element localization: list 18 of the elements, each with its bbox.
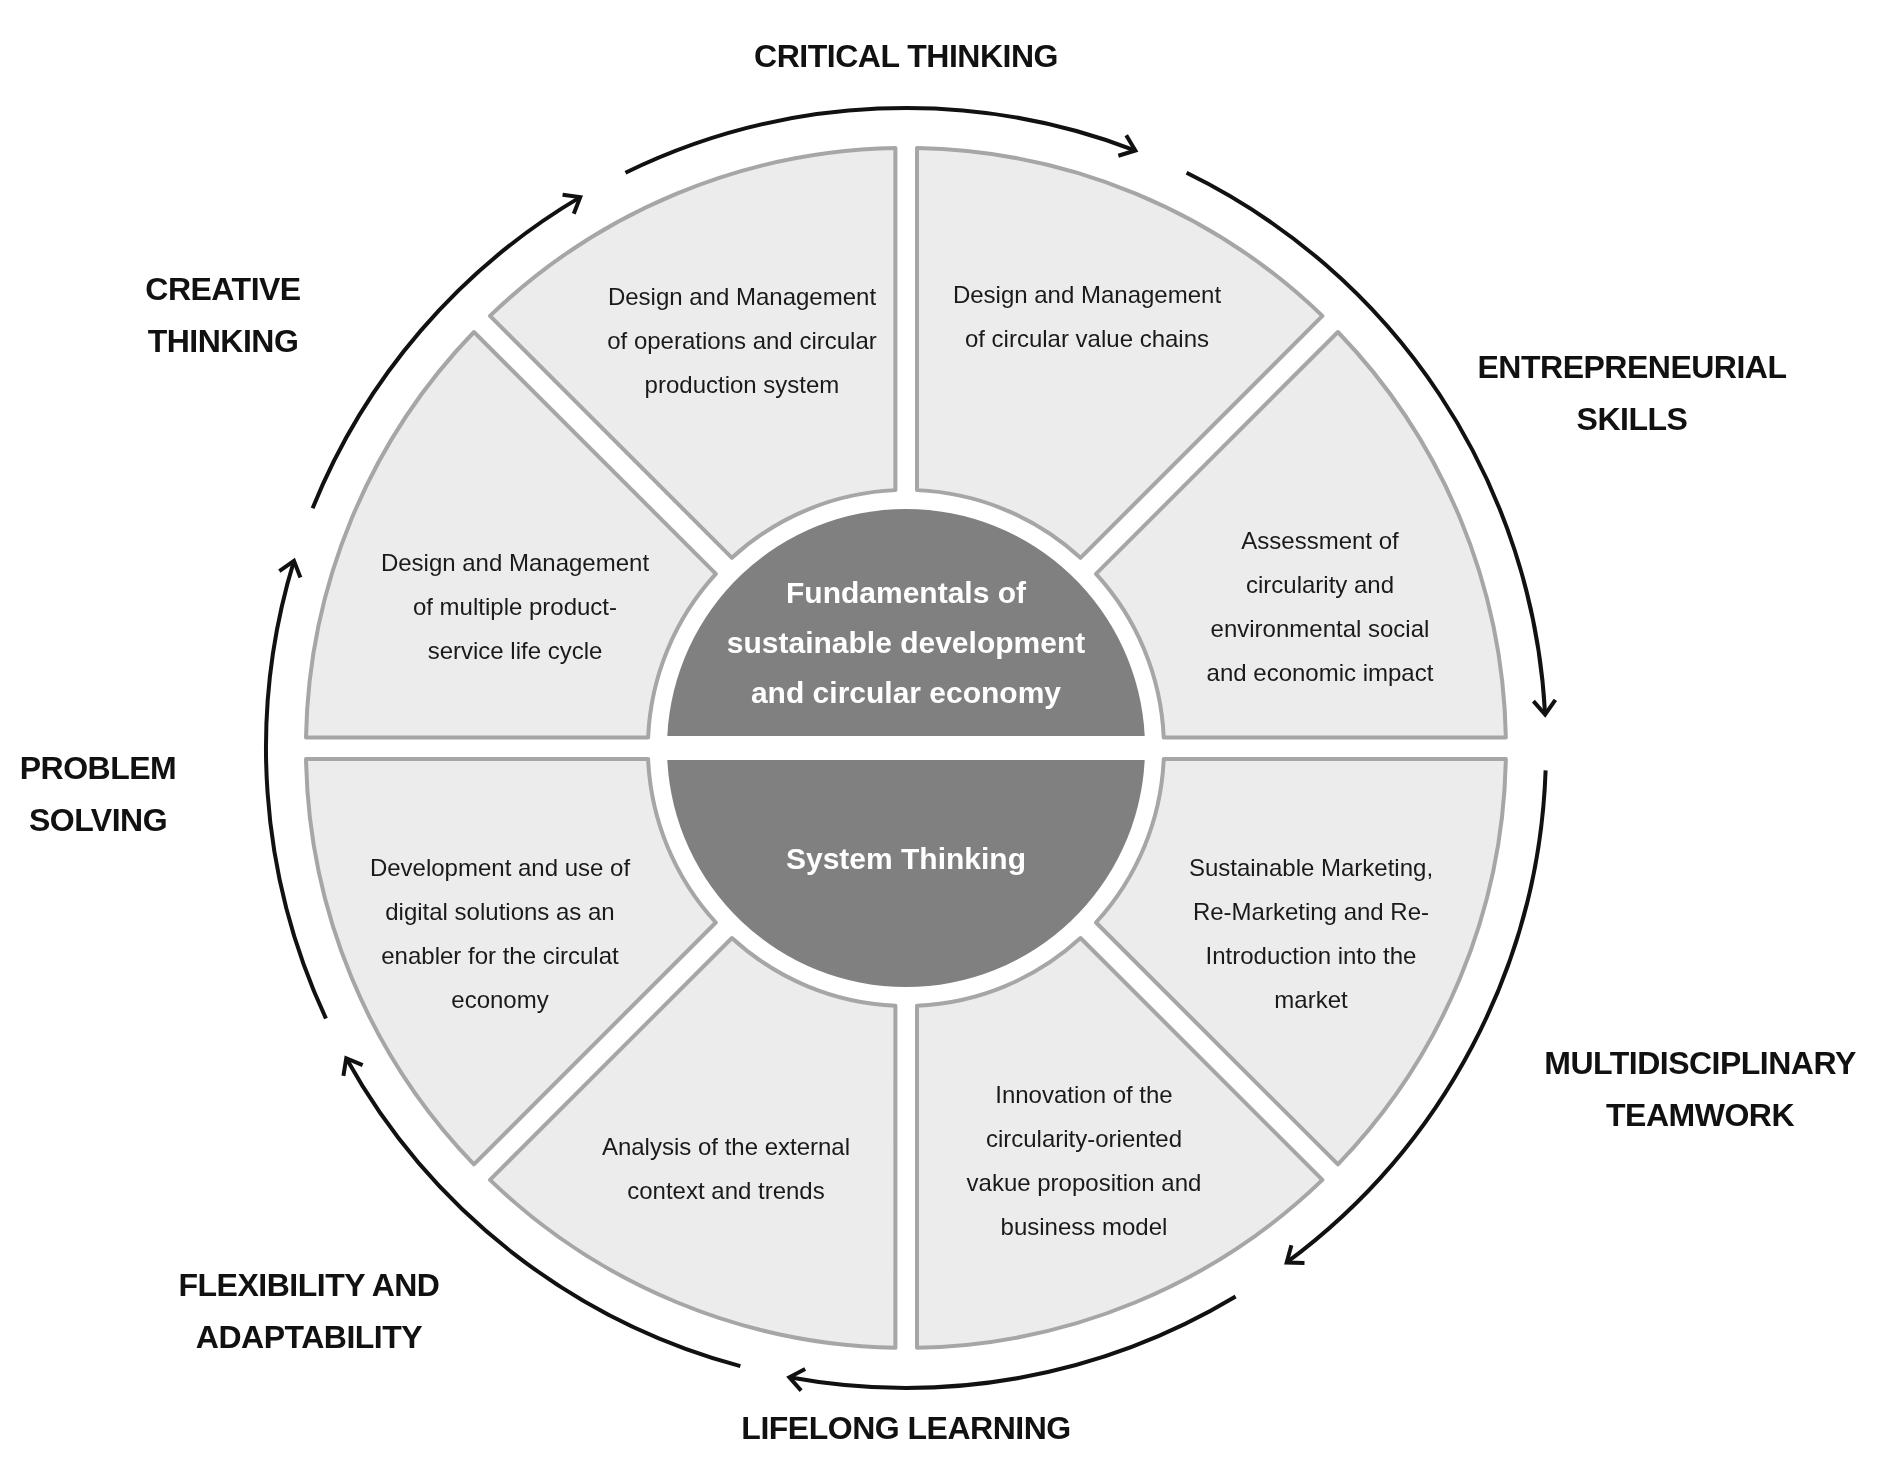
segment-text: Development and use of digital solutions as an enabler for the circulat economy bbox=[368, 853, 632, 1015]
skill-label: FLEXIBILITY AND ADAPTABILITY bbox=[177, 1266, 441, 1357]
center-text: System Thinking bbox=[784, 841, 1027, 877]
center-text: Fundamentals of sustainable development and circular economy bbox=[726, 575, 1086, 711]
skill-label: ENTREPRENEURIAL SKILLS bbox=[1476, 348, 1788, 439]
skill-label: LIFELONG LEARNING bbox=[740, 1409, 1072, 1448]
skill-label: MULTIDISCIPLINARY TEAMWORK bbox=[1543, 1044, 1857, 1135]
ring-segment bbox=[304, 757, 718, 1167]
segment-text: Design and Management of circular value chains bbox=[952, 280, 1222, 354]
segment-text: Design and Management of multiple product-service life cycle bbox=[380, 548, 650, 666]
segment-text: Analysis of the external context and trends bbox=[600, 1132, 852, 1206]
segment-text: Innovation of the circularity-oriented vakue proposition and business model bbox=[965, 1080, 1203, 1242]
skill-label: CRITICAL THINKING bbox=[753, 37, 1059, 76]
skill-label: CREATIVE THINKING bbox=[144, 270, 302, 361]
skill-label: PROBLEM SOLVING bbox=[18, 749, 178, 840]
segment-text: Sustainable Marketing, Re-Marketing and Re-Introduction into the market bbox=[1187, 853, 1435, 1015]
segment-text: Assessment of circularity and environmental social and economic impact bbox=[1205, 526, 1435, 688]
segment-text: Design and Management of operations and circular production system bbox=[607, 282, 877, 400]
